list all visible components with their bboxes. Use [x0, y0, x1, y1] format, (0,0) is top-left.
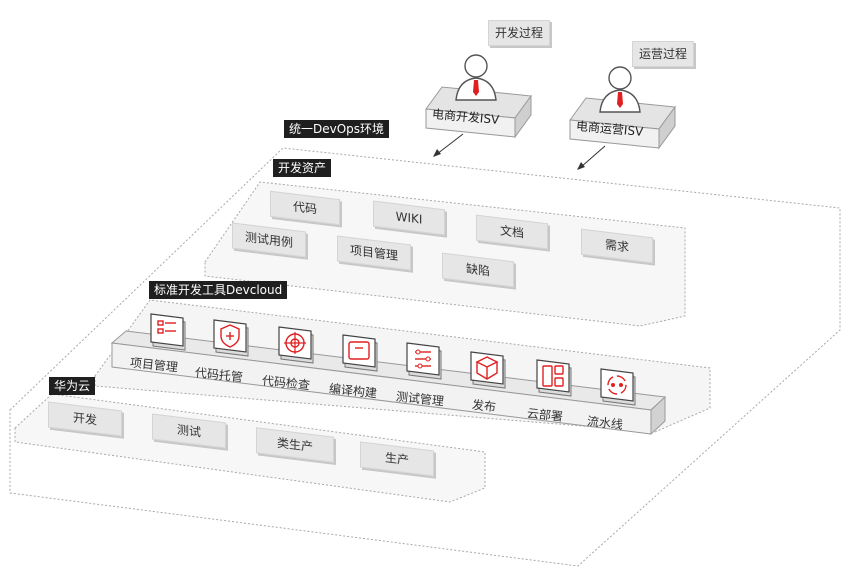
release-icon [470, 350, 510, 398]
test-management-icon [406, 341, 446, 389]
ops-isv-arrow [577, 145, 606, 170]
tool-label: 发布 [471, 397, 497, 415]
unified-env-tag: 统一DevOps环境 [284, 120, 390, 138]
ops-isv-pedestal [569, 97, 676, 150]
tool-label: 云部署 [526, 406, 564, 424]
dev-assets-tag: 开发资产 [273, 159, 332, 177]
project-management-icon [150, 312, 190, 360]
ops-process-label: 运营过程 [632, 41, 695, 67]
code-check-icon [278, 325, 318, 373]
dev-isv-arrow [433, 133, 464, 157]
toolchain-bar-side [650, 395, 666, 436]
tool-label: 流水线 [586, 414, 624, 432]
pipeline-icon [600, 367, 640, 415]
build-icon [342, 333, 382, 381]
code-hosting-icon [213, 318, 253, 366]
toolchain-tag: 标准开发工具Devcloud [149, 281, 288, 299]
dev-process-label: 开发过程 [488, 20, 551, 46]
huawei-cloud-layer [14, 393, 486, 503]
huawei-cloud-tag: 华为云 [49, 377, 96, 395]
cloud-deploy-icon [536, 358, 576, 406]
dev-isv-pedestal [425, 86, 532, 139]
